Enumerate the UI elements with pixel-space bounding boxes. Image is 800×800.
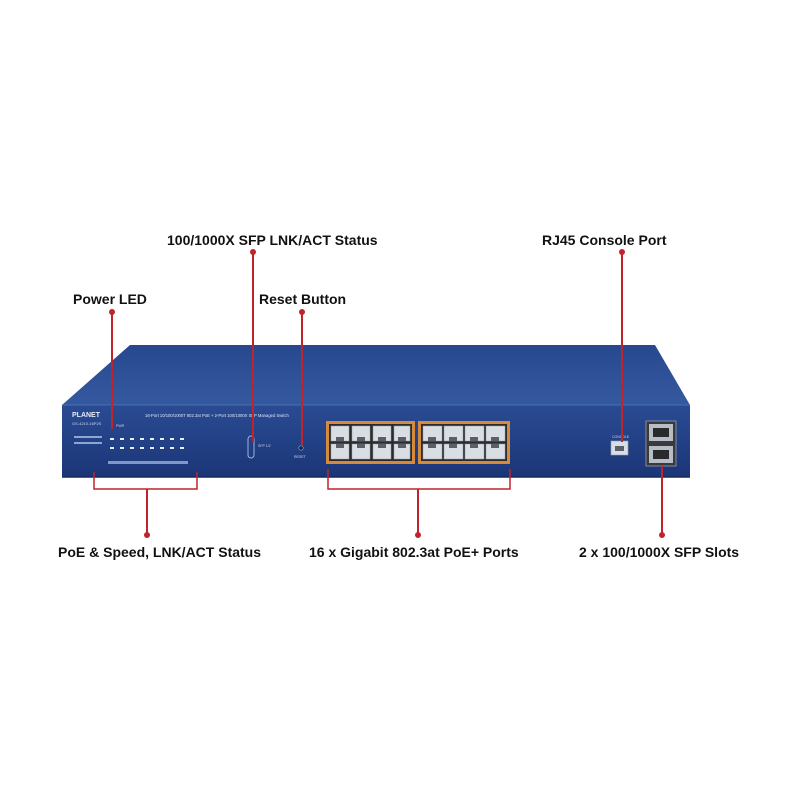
chassis-top bbox=[62, 345, 690, 405]
pwr-label: PWR bbox=[116, 424, 125, 428]
console-line bbox=[621, 252, 623, 442]
callout-sfp-slots: 2 x 100/1000X SFP Slots bbox=[579, 544, 740, 560]
sfp-status-led bbox=[247, 435, 255, 459]
poe-led-bracket bbox=[93, 472, 198, 490]
callout-reset-button: Reset Button bbox=[259, 291, 347, 307]
sfp-slot-block bbox=[645, 420, 677, 467]
reset-button-hole bbox=[298, 445, 304, 451]
ports-bracket bbox=[327, 469, 511, 490]
model-label: GS-4210-16P2S bbox=[72, 421, 102, 426]
sfp-status-line bbox=[252, 252, 254, 442]
poe-status-line bbox=[146, 489, 148, 534]
gigabit-ports-dot bbox=[415, 532, 421, 538]
callout-gigabit-ports: 16 x Gigabit 802.3at PoE+ Ports bbox=[309, 544, 519, 560]
svg-text:SFP 1/2: SFP 1/2 bbox=[258, 444, 271, 448]
poe-status-dot bbox=[144, 532, 150, 538]
callout-sfp-status: 100/1000X SFP LNK/ACT Status bbox=[167, 232, 378, 248]
callout-power-led: Power LED bbox=[73, 291, 147, 307]
console-port: CONSOLE bbox=[610, 435, 630, 456]
brand-logo: PLANET bbox=[72, 412, 101, 419]
status-led-group bbox=[74, 436, 188, 464]
reset-line bbox=[301, 312, 303, 446]
reset-label: RESET bbox=[294, 455, 307, 459]
gigabit-ports-line bbox=[417, 489, 419, 534]
front-title: 16-Port 10/100/1000T 802.3at PoE + 2-Por… bbox=[145, 413, 289, 418]
power-led-line bbox=[111, 312, 113, 429]
rj45-port-block bbox=[326, 421, 510, 464]
callout-poe-status: PoE & Speed, LNK/ACT Status bbox=[58, 544, 262, 560]
sfp-slots-line bbox=[661, 466, 663, 534]
callout-console-port: RJ45 Console Port bbox=[542, 232, 667, 248]
sfp-slots-dot bbox=[659, 532, 665, 538]
console-label: CONSOLE bbox=[612, 435, 630, 439]
